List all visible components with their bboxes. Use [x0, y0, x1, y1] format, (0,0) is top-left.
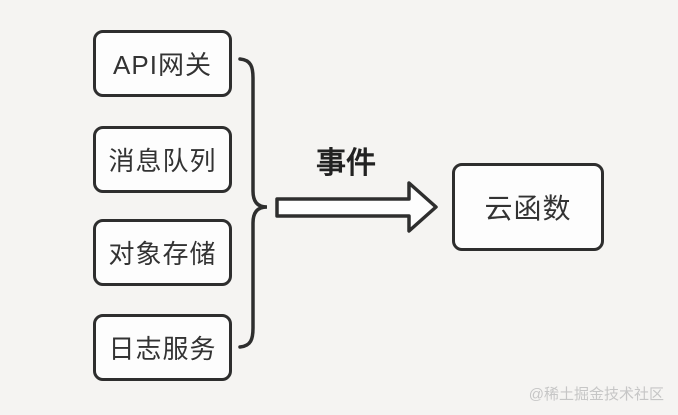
watermark-text: @稀土掘金技术社区 [528, 386, 664, 403]
source-node-message-queue: 消息队列 [93, 126, 232, 193]
source-node-label: 日志服务 [108, 334, 217, 364]
source-node-label: API网关 [113, 50, 212, 80]
source-node-label: 对象存储 [108, 239, 217, 269]
target-node-cloud-function: 云函数 [452, 163, 604, 251]
source-node-api-gateway: API网关 [93, 30, 232, 97]
source-node-object-storage: 对象存储 [93, 219, 232, 286]
arrow-label: 事件 [316, 147, 376, 180]
target-node-label: 云函数 [484, 193, 572, 224]
event-arrow-icon [275, 181, 438, 233]
source-node-label: 消息队列 [108, 146, 217, 176]
grouping-brace-icon [238, 57, 268, 349]
source-node-log-service: 日志服务 [93, 314, 232, 381]
